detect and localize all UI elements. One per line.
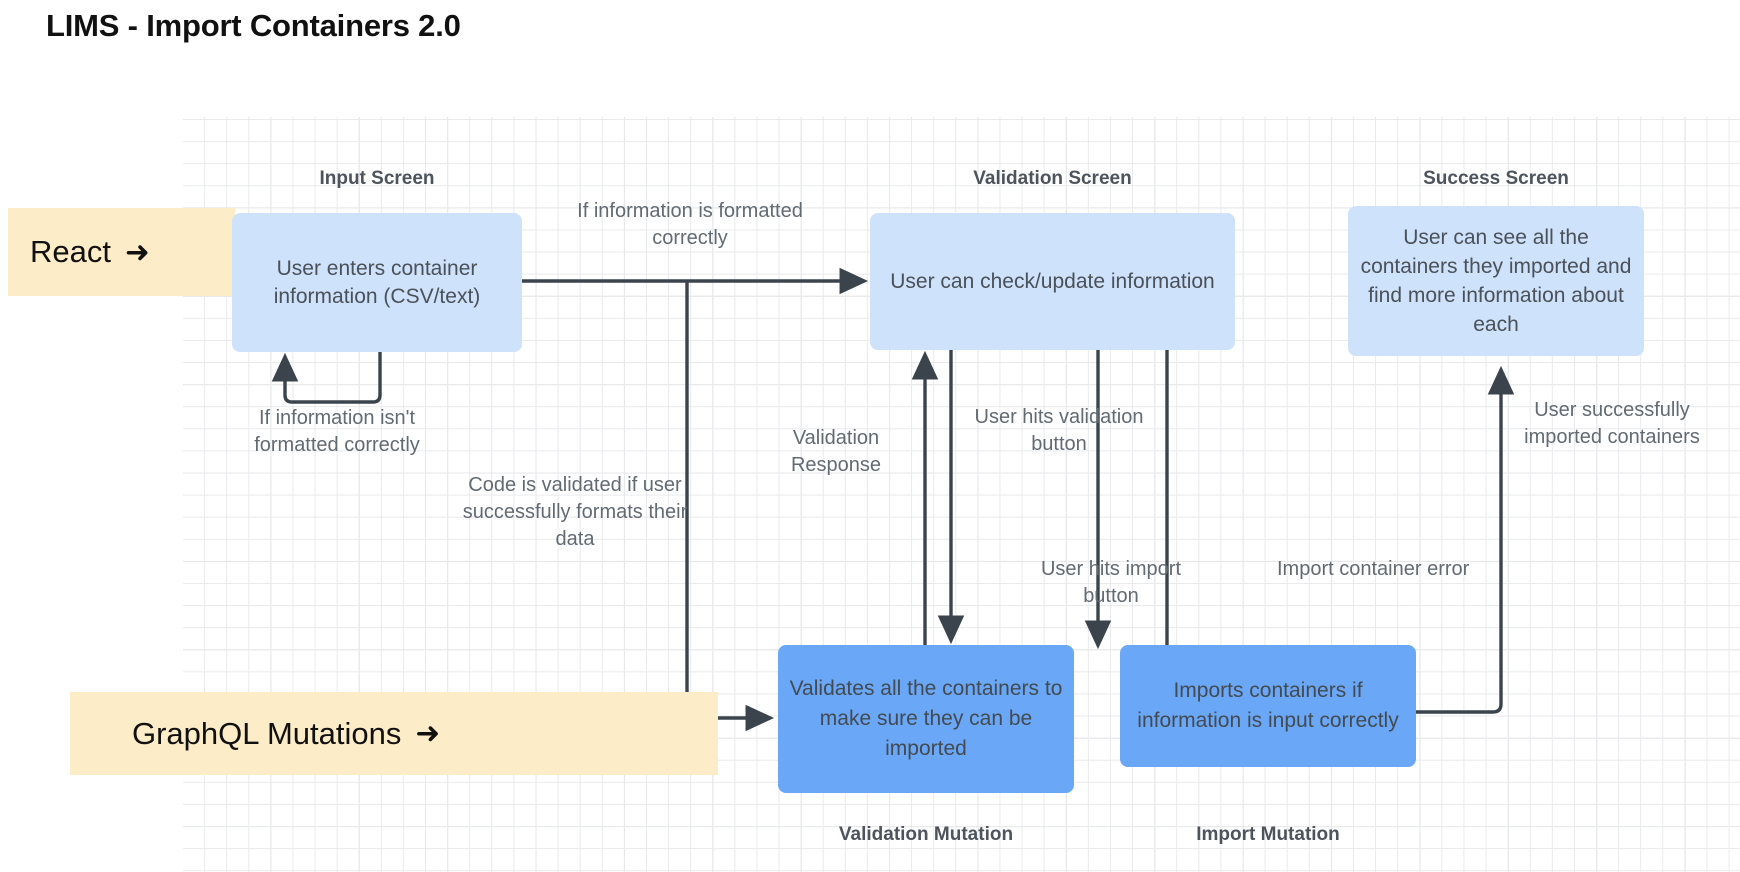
node-success-screen[interactable]: User can see all the containers they imp… xyxy=(1348,206,1644,356)
node-import-mutation[interactable]: Imports containers if information is inp… xyxy=(1120,645,1416,767)
edge-label-successfully-imported: User successfully imported containers xyxy=(1524,399,1700,448)
edge-label-not-formatted: If information isn't formatted correctly xyxy=(254,407,420,456)
arrow-right-icon: ➜ xyxy=(124,235,150,269)
edge-label-hits-validation-button: User hits validation button xyxy=(974,406,1144,455)
edge-label-import-container-error: Import container error xyxy=(1277,558,1470,580)
edge-label-hits-import-button: User hits import button xyxy=(1040,558,1182,607)
edge-label-code-validated: Code is validated if user successfully f… xyxy=(462,474,688,550)
node-caption-validation-mutation: Validation Mutation xyxy=(838,824,1014,845)
node-validation-mutation[interactable]: Validates all the containers to make sur… xyxy=(778,645,1074,793)
edge-label-formatted-correctly: If information is formatted correctly xyxy=(577,200,803,249)
node-caption-input-screen: Input Screen xyxy=(319,168,435,189)
page-title: LIMS - Import Containers 2.0 xyxy=(46,8,461,43)
arrow-right-icon: ➜ xyxy=(415,717,441,750)
node-caption-validation-screen: Validation Screen xyxy=(973,168,1132,189)
edge-label-validation-response: Validation Response xyxy=(790,427,882,476)
node-caption-success-screen: Success Screen xyxy=(1423,168,1569,189)
legend-chip-graphql-mutations[interactable]: GraphQL Mutations ➜ xyxy=(70,692,718,775)
legend-label-react: React xyxy=(30,234,111,269)
node-validation-screen[interactable]: User can check/update information xyxy=(870,213,1235,350)
legend-chip-react[interactable]: React ➜ xyxy=(8,208,235,296)
legend-label-graphql-mutations: GraphQL Mutations xyxy=(132,715,402,751)
node-input-screen[interactable]: User enters container information (CSV/t… xyxy=(232,213,522,352)
node-caption-import-mutation: Import Mutation xyxy=(1196,824,1340,845)
